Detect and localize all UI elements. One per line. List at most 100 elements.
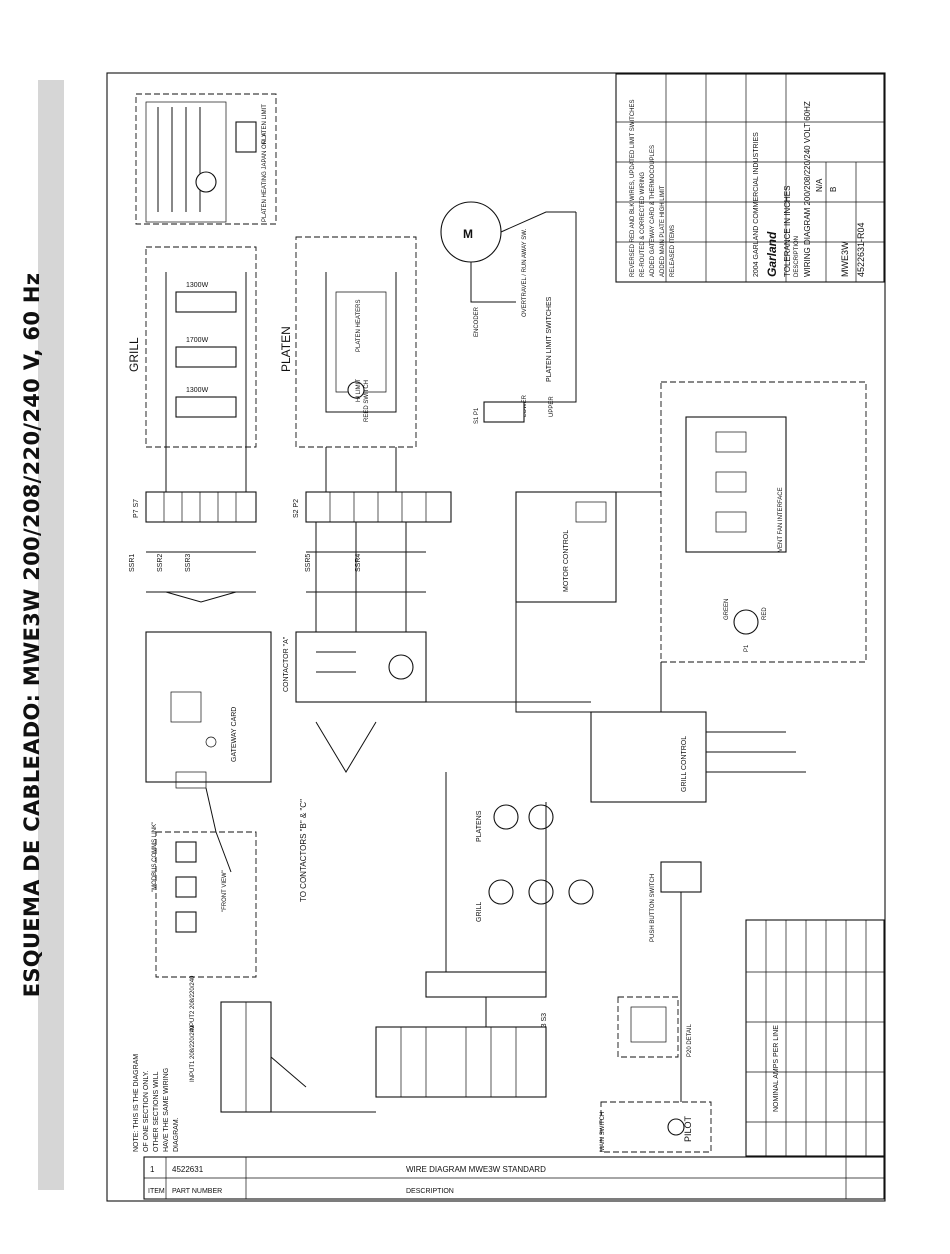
reed-switch-label: REED SWITCH [364,380,370,422]
wiring-schematic: .ln { stroke: #111; stroke-width: 1.1; f… [106,72,886,1202]
encoder-label: ENCODER [474,306,480,337]
p7s7-label: P7 S7 [133,499,140,518]
company-name: 2004 GARLAND COMMERCIAL INDUSTRIES [753,132,760,277]
note-line-2: OF ONE SECTION ONLY. [143,1071,150,1152]
ssr3-label: SSR3 [185,554,192,572]
modbus-label: "MODBUS COMMS LINK" [152,822,158,892]
page-title-wrap: ESQUEMA DE CABLEADO: MWE3W 200/208/220/2… [0,80,64,1190]
upper-label: UPPER [549,396,555,417]
front-view-label: "FRONT VIEW" [222,870,228,912]
title-band: ESQUEMA DE CABLEADO: MWE3W 200/208/220/2… [0,0,64,1254]
size-value: B [829,187,838,192]
main-terminal-block [375,1026,547,1098]
ssr4-label: SSR4 [355,554,362,572]
push-button-label: PUSH BUTTON SWITCH [650,874,656,942]
revision-1: REVERSED RED AND BLK WIRES, UPDATED LIMI… [630,100,636,277]
ssr-group: SSR1 SSR2 SSR3 SSR5 SSR4 [129,551,426,603]
input-terminals: INPUT1 208/220/240 INPUT2 208/220/240 [190,975,307,1113]
modbus-connectors: "MODBUS COMMS LINK" "FRONT VIEW" [152,822,257,978]
lower-label: LOWER [522,394,528,417]
motor-control-board: MOTOR CONTROL [515,491,617,603]
p20-detail-label: P20 DETAIL [687,1023,693,1057]
garland-logo: Garland [765,231,779,277]
terminal-strip-p7s7: P7 S7 [133,491,257,523]
parts-list: 1 4522631 WIRE DIAGRAM MWE3W STANDARD IT… [143,1156,885,1200]
note-line-4: HAVE THE SAME WIRING [163,1068,170,1152]
amps-header: NOMINAL AMPS PER LINE [773,1025,780,1112]
red-label: RED [762,607,768,620]
pilot-label: PILOT [683,1115,693,1142]
grill-control-board: GRILL CONTROL [590,711,806,803]
ssr2-label: SSR2 [157,554,164,572]
connecting-wires [165,212,682,1113]
tolerance-label: TOLERANCE IN INCHES [783,186,792,277]
note-line-3: OTHER SECTIONS WILL [153,1071,160,1152]
input2-label: INPUT2 208/220/240 [190,975,196,1032]
vent-fan-interface-label: VENT FAN INTERFACE [778,487,784,552]
grill-label: GRILL [127,337,141,372]
s2p2-label: S2 P2 [293,499,300,518]
description-label: DESCRIPTION [794,236,800,277]
description-text: WIRING DIAGRAM 200/208/220/240 VOLT 60HZ [803,101,812,277]
contactor-label: CONTACTOR "A" [283,636,290,692]
note-line-1: NOTE: THIS IS THE DIAGRAM [133,1054,140,1152]
ssr1-label: SSR1 [129,554,136,572]
svg-text:M: M [463,227,473,241]
parts-header-item: ITEM [148,1188,165,1195]
grill-probes-label: GRILL [476,902,483,922]
s1p1-label: S1 P1 [474,407,480,424]
parts-description-value: WIRE DIAGRAM MWE3W STANDARD [406,1165,546,1174]
grill-heater-1: 1300W [186,282,209,289]
note-line-5: DIAGRAM. [173,1117,180,1152]
drawing-number: 4522631-R04 [856,222,866,277]
terminal-strip-s2p2: S2 P2 [293,491,452,523]
p20-detail: P20 DETAIL [617,996,693,1058]
gateway-card-label: GATEWAY CARD [231,707,238,762]
title-band-bar [38,80,64,1190]
platen-limit-top-label: PLATEN LIMIT [262,104,268,144]
parts-header-number: PART NUMBER [172,1188,222,1195]
p1-label: P1 [744,644,750,652]
japan-only-label: PLATEN HEATING JAPAN ONLY [262,133,268,222]
page-title: ESQUEMA DE CABLEADO: MWE3W 200/208/220/2… [20,272,44,998]
vent-fan-interface: VENT FAN INTERFACE GREEN RED P1 [660,381,867,663]
parts-header-description: DESCRIPTION [406,1188,454,1195]
push-button-switch: PUSH BUTTON SWITCH [650,861,702,942]
platen-limit-switches-label: PLATEN LIMIT SWITCHES [546,296,553,382]
to-contactors-label: TO CONTACTORS "B" & "C" [299,799,308,902]
platen-probes: PLATENS [476,804,554,842]
contactor: CONTACTOR "A" TO CONTACTORS "B" & "C" [283,631,427,902]
pilot-section: PILOT MAIN SWITCH [600,1101,712,1153]
motor-control-label: MOTOR CONTROL [563,530,570,592]
title-block: REVERSED RED AND BLK WIRES, UPDATED LIMI… [615,73,885,283]
terminal-strip-p3s3: P3 S3 [425,971,548,1032]
platen-heaters: PLATEN HEATERS HI LIMIT REED SWITCH PLAT… [279,236,417,448]
japan-only-box: PLATEN HEATING JAPAN ONLY PLATEN LIMIT [135,93,277,225]
model-number: MWE3W [840,241,850,277]
grill-probes: GRILL [476,879,594,922]
revision-2: RE-ROUTED & CORRECTED WIRING [640,172,646,277]
revision-5: RELEASED ITEMS [670,225,676,277]
sheet-border [106,72,886,1202]
parts-number-value: 4522631 [172,1165,204,1174]
p3s3-label: P3 S3 [541,1013,548,1032]
main-switch-label: MAIN SWITCH [600,1112,606,1152]
hi-limit-label: HI LIMIT [356,379,362,402]
parts-item-value: 1 [150,1165,155,1174]
gateway-card: GATEWAY CARD [145,631,272,873]
grill-control-label: GRILL CONTROL [681,736,688,792]
motor-section: M ENCODER OVERTRAVEL / RUN AWAY SW. PLAT… [440,201,576,417]
revision-3: ADDED GATEWAY CARD & THERMOCOUPLES [650,145,656,277]
overtravel-label: OVERTRAVEL / RUN AWAY SW. [522,228,528,317]
platen-heaters-label: PLATEN HEATERS [356,300,362,352]
platen-label: PLATEN [279,326,293,372]
revision-4: ADDED MAIN PLATE HIGH LIMIT [660,185,666,277]
ssr5-label: SSR5 [305,554,312,572]
scale-value: N/A [815,178,824,192]
note-block: NOTE: THIS IS THE DIAGRAM OF ONE SECTION… [133,1054,180,1152]
input1-label: INPUT1 208/220/240 [190,1025,196,1082]
green-label: GREEN [724,599,730,620]
platens-label: PLATENS [476,810,483,842]
grill-heater-2: 1700W [186,337,209,344]
